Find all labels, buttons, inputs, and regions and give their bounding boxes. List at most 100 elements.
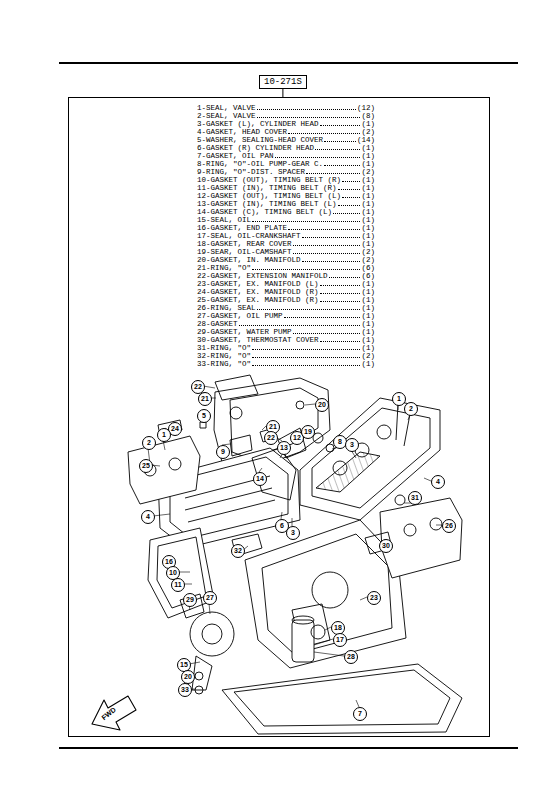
callout-number: 17: [333, 633, 347, 647]
part-name: 32-RING, "O": [197, 352, 251, 360]
dot-leader: [315, 149, 360, 150]
parts-list-row: 10-GASKET (OUT), TIMING BELT (R)(1): [197, 176, 375, 184]
part-name: 5-WASHER, SEALING-HEAD COVER: [197, 136, 323, 144]
part-quantity: (1): [361, 360, 375, 368]
part-quantity: (12): [357, 104, 375, 112]
callout-number: 30: [379, 539, 393, 553]
part-name: 2-SEAL, VALVE: [197, 112, 256, 120]
dot-leader: [284, 317, 361, 318]
part-quantity: (1): [361, 224, 375, 232]
extension-manifold: [215, 375, 258, 400]
catalog-number-box: 10-271S: [259, 75, 307, 89]
part-name: 28-GASKET: [197, 320, 238, 328]
head-cover-gasket-right: [300, 398, 440, 520]
callout-number: 9: [216, 445, 230, 459]
parts-list-row: 14-GASKET (C), TIMING BELT (L)(1): [197, 208, 375, 216]
part-quantity: (1): [361, 312, 375, 320]
timing-cover: [245, 520, 406, 668]
parts-list-row: 16-GASKET, END PLATE (1): [197, 224, 375, 232]
part-name: 4-GASKET, HEAD COVER: [197, 128, 287, 136]
part-name: 26-RING, SEAL: [197, 304, 256, 312]
part-name: 13-GASKET (IN), TIMING BELT (L): [197, 200, 337, 208]
dot-leader: [239, 325, 361, 326]
dot-leader: [324, 141, 356, 142]
parts-list-row: 24-GASKET, EX. MANIFOLD (R)(1): [197, 288, 375, 296]
part-name: 16-GASKET, END PLATE: [197, 224, 287, 232]
dot-leader: [342, 181, 360, 182]
part-quantity: (1): [361, 144, 375, 152]
part-quantity: (2): [361, 168, 375, 176]
parts-list-row: 1-SEAL, VALVE(12): [197, 104, 375, 112]
part-name: 20-GASKET, IN. MANIFOLD: [197, 256, 301, 264]
part-quantity: (1): [361, 328, 375, 336]
callout-number: 22: [264, 431, 278, 445]
dot-leader: [257, 309, 361, 310]
crankshaft-seal: [311, 625, 325, 639]
part-quantity: (1): [361, 184, 375, 192]
dot-leader: [252, 349, 360, 350]
exhaust-manifold-left: [128, 436, 200, 504]
part-name: 31-RING, "O": [197, 344, 251, 352]
part-name: 11-GASKET (IN), TIMING BELT (R): [197, 184, 337, 192]
part-name: 29-GASKET, WATER PUMP: [197, 328, 292, 336]
part-name: 3-GASKET (L), CYLINDER HEAD: [197, 120, 319, 128]
part-quantity: (1): [361, 192, 375, 200]
parts-list-row: 28-GASKET(1): [197, 320, 375, 328]
manifold-port: [296, 401, 304, 409]
exhaust-port: [404, 524, 416, 536]
head-gasket-bores: [316, 452, 380, 492]
oil-pump-seal: [202, 624, 222, 644]
timing-gasket-inner: [157, 537, 206, 608]
callout-number: 20: [315, 398, 329, 412]
part-quantity: (1): [361, 240, 375, 248]
parts-list-row: 6-GASKET (R) CYLINDER HEAD(1): [197, 144, 375, 152]
callout-number: 7: [353, 707, 367, 721]
parts-list-row: 18-GASKET, REAR COVER(1): [197, 240, 375, 248]
callout-number: 26: [442, 519, 456, 533]
callout-number: 31: [408, 491, 422, 505]
callout-number: 29: [183, 593, 197, 607]
parts-list-row: 30-GASKET, THERMOSTAT COVER (1): [197, 336, 375, 344]
parts-list-row: 3-GASKET (L), CYLINDER HEAD (1): [197, 120, 375, 128]
callout-number: 25: [139, 459, 153, 473]
dot-leader: [302, 261, 361, 262]
leader-lines: [148, 386, 442, 707]
callout-number: 20: [181, 670, 195, 684]
dot-leader: [288, 229, 360, 230]
dot-leader: [320, 125, 361, 126]
parts-list-row: 8-RING, "O"-OIL PUMP-GEAR C.(1): [197, 160, 375, 168]
callout-number: 11: [171, 578, 185, 592]
part-quantity: (1): [361, 120, 375, 128]
dot-leader: [338, 189, 361, 190]
callout-number: 33: [178, 683, 192, 697]
part-name: 17-SEAL, OIL-CRANKSHAFT: [197, 232, 301, 240]
part-name: 14-GASKET (C), TIMING BELT (L): [197, 208, 332, 216]
part-quantity: (2): [361, 352, 375, 360]
dot-leader: [329, 277, 361, 278]
dot-leader: [293, 253, 361, 254]
pulley-opening: [312, 572, 348, 608]
dot-leader: [257, 109, 356, 110]
part-quantity: (1): [361, 288, 375, 296]
parts-list-row: 23-GASKET, EX. MANIFOLD (L)(1): [197, 280, 375, 288]
exhaust-port: [430, 518, 442, 530]
part-quantity: (1): [361, 160, 375, 168]
thermostat-cover: [365, 532, 392, 554]
part-quantity: (1): [361, 336, 375, 344]
dot-leader: [275, 157, 361, 158]
parts-list-row: 12-GASKET (OUT), TIMING BELT (L)(1): [197, 192, 375, 200]
dot-leader: [257, 117, 361, 118]
throttle-port: [230, 407, 242, 419]
bore: [377, 425, 391, 439]
part-quantity: (1): [361, 280, 375, 288]
timing-cover-gasket: [262, 534, 392, 654]
part-quantity: (1): [361, 344, 375, 352]
part-name: 30-GASKET, THERMOSTAT COVER: [197, 336, 319, 344]
dot-leader: [252, 221, 360, 222]
callout-number: 3: [345, 438, 359, 452]
dot-leader: [333, 213, 360, 214]
dot-leader: [320, 293, 361, 294]
parts-list-row: 26-RING, SEAL(1): [197, 304, 375, 312]
dist-spacer: [230, 435, 252, 456]
callout-number: 4: [431, 475, 445, 489]
